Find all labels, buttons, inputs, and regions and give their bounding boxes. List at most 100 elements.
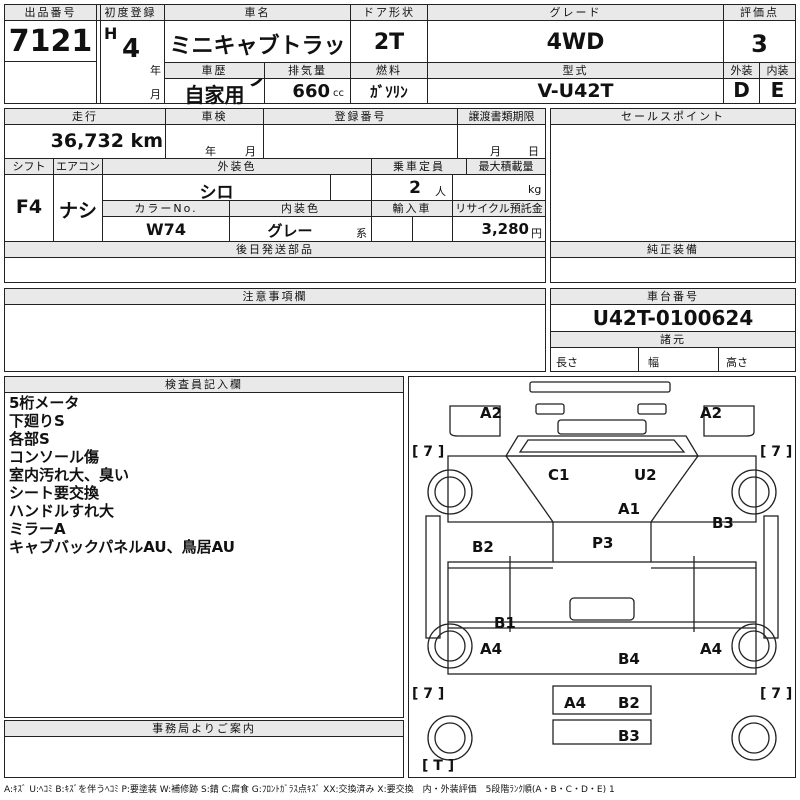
- mark-t: [ T ]: [422, 758, 454, 774]
- mark-u2: U2: [634, 466, 657, 484]
- mark-b1: B1: [494, 614, 516, 632]
- inspection-year-unit: 年: [205, 145, 216, 158]
- transfer-day-unit: 日: [528, 145, 539, 158]
- sales-point-box: [550, 108, 796, 283]
- height-label: 高さ: [726, 356, 748, 369]
- model-value: V-U42T: [537, 80, 614, 102]
- vehicle-diagram: A2 A2 [ 7 ] [ 7 ] C1 U2 A1 B3 B2 P3 B1 A…: [412, 381, 792, 774]
- grade-label: グレード: [428, 5, 723, 21]
- color-no-value: W74: [146, 220, 186, 239]
- note-line: 下廻りS: [9, 412, 65, 430]
- first-reg-label: 初度登録: [97, 5, 164, 21]
- sales-point-label: セールスポイント: [551, 109, 795, 125]
- note-line: 5桁メータ: [9, 394, 80, 412]
- lot-no-value: 7121: [8, 24, 93, 59]
- mark-7-rl: [ 7 ]: [412, 686, 444, 702]
- door-label: ドア形状: [351, 5, 427, 21]
- detail-table: [4, 108, 546, 283]
- exterior-value: D: [733, 78, 750, 102]
- mark-b4: B4: [618, 650, 640, 668]
- score-value: 3: [751, 30, 768, 58]
- note-line: キャブバックパネルAU、鳥居AU: [9, 538, 235, 556]
- inspector-box: [4, 376, 404, 718]
- ext-color-value: シロ: [199, 183, 234, 203]
- mark-a4-right: A4: [700, 640, 722, 658]
- chassis-label: 車台番号: [551, 289, 795, 305]
- inspector-label: 検査員記入欄: [5, 377, 403, 393]
- displacement-label: 排気量: [265, 63, 350, 79]
- mark-b2-left: B2: [472, 538, 494, 556]
- inspection-label: 車検: [166, 109, 263, 125]
- width-label: 幅: [648, 356, 659, 369]
- transfer-label: 譲渡書類期限: [458, 109, 545, 125]
- history-value: 自家用: [184, 83, 245, 107]
- header-table: [4, 4, 796, 104]
- chassis-value: U42T-0100624: [592, 306, 754, 330]
- mark-7-fl: [ 7 ]: [412, 444, 444, 460]
- exterior-label: 外装: [724, 63, 759, 79]
- capacity-unit: 人: [435, 185, 446, 198]
- capacity-label: 乗車定員: [372, 159, 466, 175]
- color-no-label: カラーNo.: [103, 201, 229, 217]
- first-reg-year-unit: 年: [150, 64, 161, 77]
- reg-no-label: 登録番号: [264, 109, 457, 125]
- fuel-label: 燃料: [351, 63, 427, 79]
- diagram-box: [408, 376, 796, 778]
- shift-label: シフト: [5, 159, 53, 175]
- max-load-unit: kg: [528, 183, 542, 196]
- mark-a4-gate: A4: [564, 694, 586, 712]
- history-label: 車歴: [165, 63, 264, 79]
- recycle-value: 3,280: [481, 220, 529, 238]
- later-parts-label: 後日発送部品: [5, 242, 545, 258]
- fuel-value: ｶﾞｿﾘﾝ: [370, 83, 408, 101]
- note-line: シート要交換: [9, 484, 100, 502]
- office-label: 事務局よりご案内: [5, 721, 403, 737]
- first-reg-era: H: [104, 24, 118, 43]
- shift-value: F4: [15, 196, 43, 218]
- model-label: 型式: [428, 63, 723, 79]
- mileage-label: 走行: [5, 109, 165, 125]
- interior-label: 内装: [760, 63, 795, 79]
- length-label: 長さ: [556, 356, 578, 369]
- displacement-value: 660: [292, 81, 330, 102]
- dims-label: 諸元: [551, 332, 795, 348]
- inspection-month-unit: 月: [245, 145, 256, 158]
- mark-p3: P3: [592, 534, 613, 552]
- mark-b3-right: B3: [712, 514, 734, 532]
- office-box: [4, 720, 404, 778]
- ext-color-label: 外装色: [103, 159, 371, 175]
- legend: A:ｷｽﾞ U:ﾍｺﾐ B:ｷｽﾞを伴うﾍｺﾐ P:要塗装 W:補修跡 S:錆 …: [4, 785, 615, 795]
- int-color-unit: 系: [356, 227, 367, 240]
- mark-a1: A1: [618, 500, 640, 518]
- recycle-unit: 円: [531, 227, 542, 240]
- inspector-notes: 5桁メータ 下廻りS 各部S コンソール傷 室内汚れ大、臭い シート要交換 ハン…: [9, 394, 399, 556]
- chassis-box: [550, 288, 796, 372]
- car-name-value: ミニキャブトラック: [169, 34, 346, 91]
- mark-a2-left: A2: [480, 404, 502, 422]
- int-color-value: グレー: [267, 222, 313, 240]
- first-reg-year: 4: [121, 34, 141, 64]
- mark-a2-right: A2: [700, 404, 722, 422]
- note-line: ミラーA: [9, 520, 66, 538]
- first-reg-month-unit: 月: [150, 88, 161, 101]
- interior-value: E: [770, 78, 785, 102]
- note-line: コンソール傷: [9, 448, 100, 466]
- car-name-label: 車名: [165, 5, 350, 21]
- note-line: 各部S: [9, 430, 50, 448]
- capacity-value: 2: [409, 178, 421, 198]
- mark-b2-gate: B2: [618, 694, 640, 712]
- aircon-value: ナシ: [58, 200, 97, 222]
- notes-label: 注意事項欄: [5, 289, 545, 305]
- transfer-month-unit: 月: [490, 145, 501, 158]
- mark-7-rr: [ 7 ]: [760, 686, 792, 702]
- note-line: 室内汚れ大、臭い: [9, 466, 130, 484]
- mark-b3-bumper: B3: [618, 727, 640, 745]
- lot-no-label: 出品番号: [5, 5, 96, 21]
- max-load-label: 最大積載量: [467, 159, 545, 175]
- int-color-label: 内装色: [230, 201, 371, 217]
- note-line: ハンドルすれ大: [9, 502, 115, 520]
- import-label: 輸入車: [372, 201, 452, 217]
- mark-a4-left: A4: [480, 640, 502, 658]
- door-value: 2T: [373, 30, 405, 55]
- grade-value: 4WD: [546, 30, 605, 55]
